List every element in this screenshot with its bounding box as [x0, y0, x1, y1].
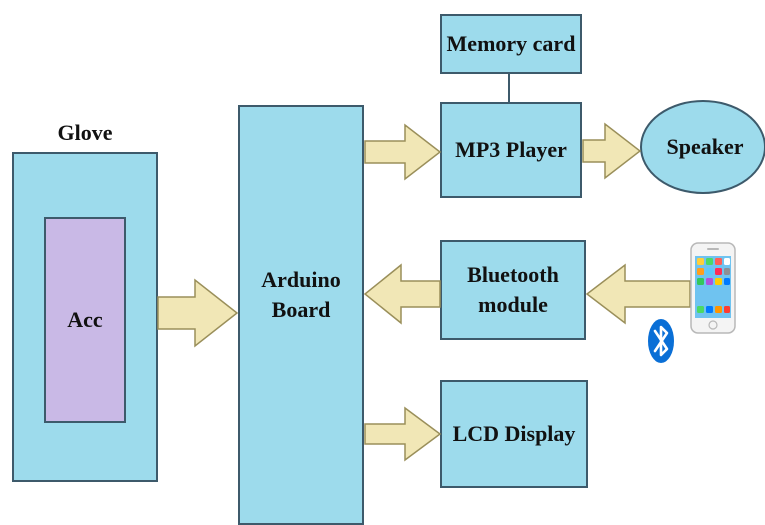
bluetooth-label-line1: Bluetooth — [467, 262, 559, 288]
memory-card-label: Memory card — [446, 31, 576, 57]
bluetooth-icon — [648, 319, 674, 363]
bluetooth-label-line2: module — [478, 292, 548, 317]
lcd-display-box: LCD Display — [440, 380, 588, 488]
arrow-phone-to-bluetooth — [585, 263, 691, 325]
glove-label: Glove — [57, 120, 113, 145]
mp3-player-box: MP3 Player — [440, 102, 582, 198]
smartphone-icon — [690, 242, 736, 334]
speaker-label: Speaker — [666, 134, 744, 159]
lcd-display-label: LCD Display — [452, 421, 576, 447]
arduino-label: Arduino Board — [238, 265, 364, 324]
arduino-board-box — [238, 105, 364, 525]
arrow-glove-to-arduino — [157, 278, 239, 348]
arrow-arduino-to-mp3 — [364, 123, 442, 181]
acc-label: Acc — [67, 307, 103, 333]
arduino-label-line2: Board — [271, 296, 331, 322]
arrow-arduino-to-lcd — [364, 406, 442, 462]
arrow-mp3-to-speaker — [582, 122, 642, 180]
arrow-bluetooth-to-arduino — [363, 263, 441, 325]
speaker-ellipse — [640, 100, 765, 194]
memory-card-box: Memory card — [440, 14, 582, 74]
acc-box: Acc — [44, 217, 126, 423]
bluetooth-module-label: Bluetooth module — [467, 260, 559, 319]
arduino-label-line1: Arduino — [261, 267, 341, 292]
bluetooth-module-box: Bluetooth module — [440, 240, 586, 340]
mp3-player-label: MP3 Player — [455, 137, 567, 163]
